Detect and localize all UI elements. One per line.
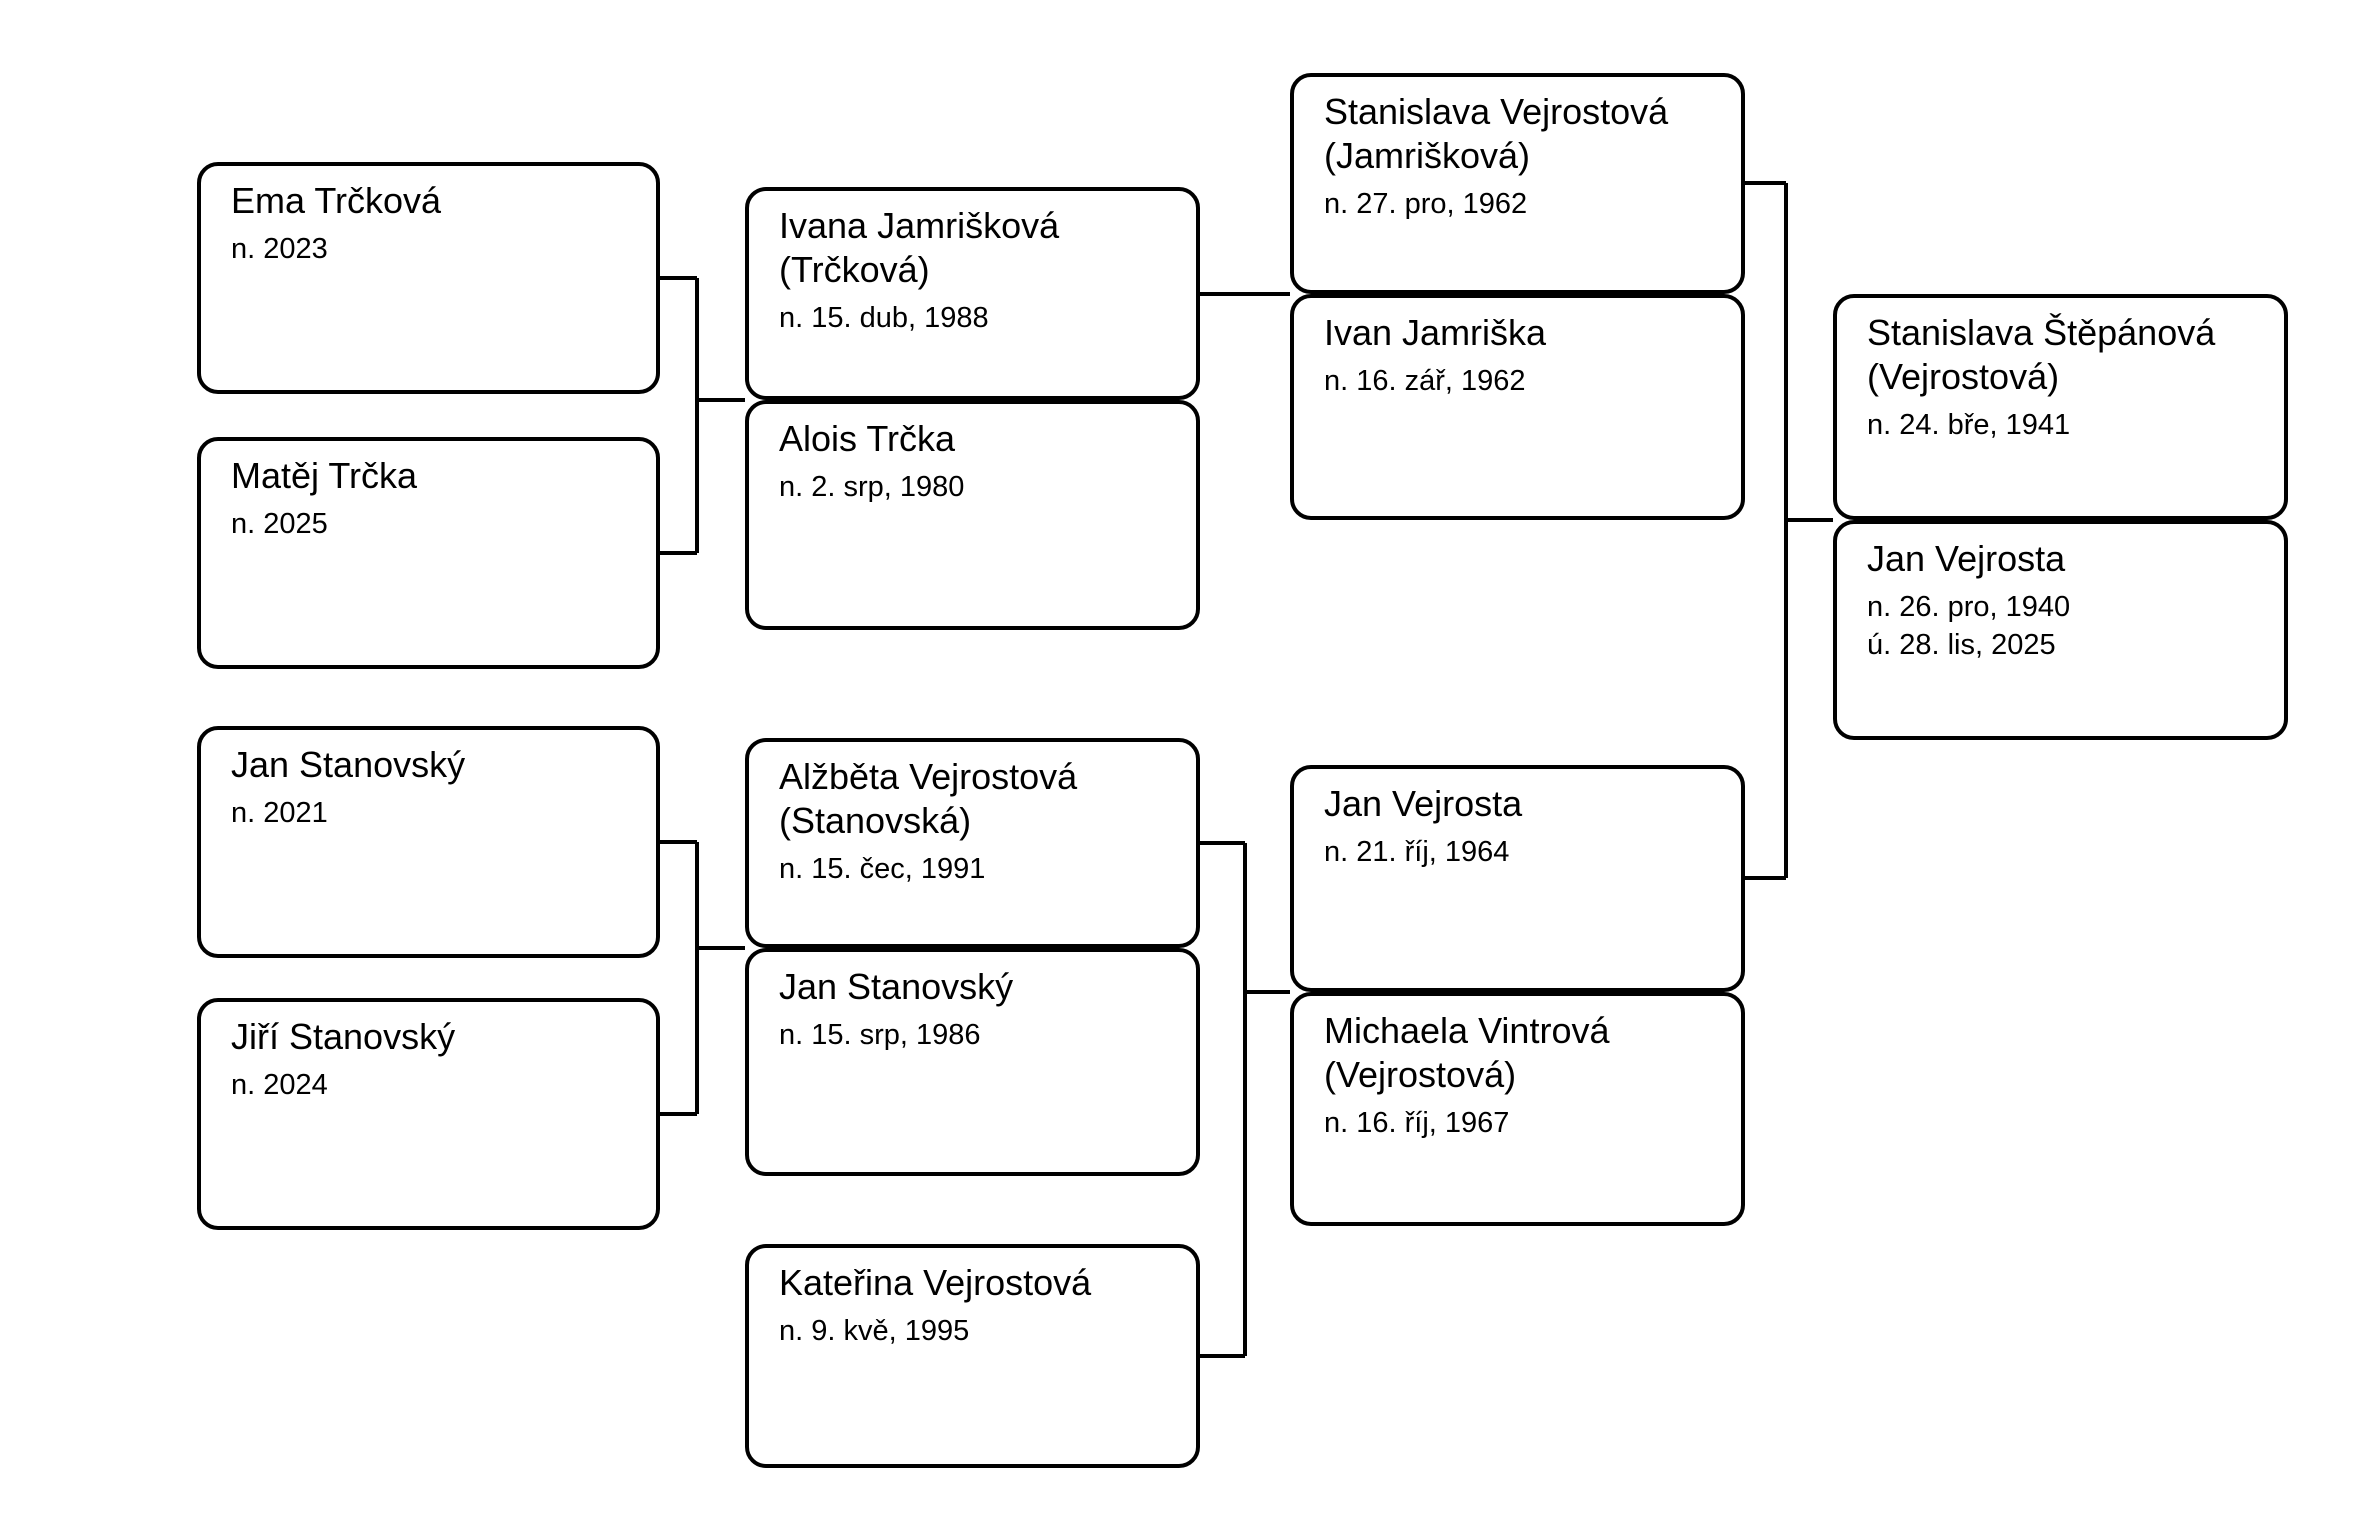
- person-birth-date: n. 2. srp, 1980: [779, 471, 965, 503]
- person-box-ivan-jamriska[interactable]: Ivan Jamriška n. 16. zář, 1962: [1290, 294, 1745, 520]
- person-birth-date: n. 15. srp, 1986: [779, 1019, 981, 1051]
- person-box-alzbeta-vejrostova[interactable]: Alžběta Vejrostová (Stanovská) n. 15. če…: [745, 738, 1200, 948]
- person-name: Kateřina Vejrostová: [779, 1262, 1092, 1303]
- person-name: Jan Vejrosta: [1324, 783, 1523, 824]
- person-box-matej-trcka[interactable]: Matěj Trčka n. 2025: [197, 437, 660, 669]
- person-name: Jan Stanovský: [779, 966, 1014, 1007]
- person-name: Ivana Jamrišková (Trčková): [779, 205, 1060, 290]
- person-name: Matěj Trčka: [231, 455, 418, 496]
- person-box-jan-stanovsky-1986[interactable]: Jan Stanovský n. 15. srp, 1986: [745, 948, 1200, 1176]
- person-birth-date: n. 21. říj, 1964: [1324, 836, 1510, 868]
- person-birth-date: n. 15. čec, 1991: [779, 853, 986, 885]
- person-name: Stanislava Štěpánová (Vejrostová): [1867, 312, 2216, 397]
- person-birth-date: n. 2025: [231, 508, 328, 540]
- person-birth-date: n. 24. bře, 1941: [1867, 409, 2071, 441]
- person-birth-date: n. 16. zář, 1962: [1324, 365, 1526, 397]
- person-name: Stanislava Vejrostová (Jamrišková): [1324, 91, 1669, 176]
- person-box-ivana-jamriskova[interactable]: Ivana Jamrišková (Trčková) n. 15. dub, 1…: [745, 187, 1200, 400]
- person-box-jan-vejrosta-1964[interactable]: Jan Vejrosta n. 21. říj, 1964: [1290, 765, 1745, 992]
- person-box-stanislava-stepanova[interactable]: Stanislava Štěpánová (Vejrostová) n. 24.…: [1833, 294, 2288, 520]
- person-birth-date: n. 2021: [231, 797, 328, 829]
- person-birth-date: n. 2024: [231, 1069, 328, 1101]
- person-birth-date: n. 9. kvě, 1995: [779, 1315, 970, 1347]
- person-birth-date: n. 15. dub, 1988: [779, 302, 989, 334]
- person-name: Alois Trčka: [779, 418, 956, 459]
- person-birth-date: n. 27. pro, 1962: [1324, 188, 1528, 220]
- person-box-michaela-vintrova[interactable]: Michaela Vintrová (Vejrostová) n. 16. ří…: [1290, 992, 1745, 1226]
- person-box-alois-trcka[interactable]: Alois Trčka n. 2. srp, 1980: [745, 400, 1200, 630]
- person-birth-date: n. 16. říj, 1967: [1324, 1107, 1510, 1139]
- person-box-katerina-vejrostova[interactable]: Kateřina Vejrostová n. 9. kvě, 1995: [745, 1244, 1200, 1468]
- person-death-date: ú. 28. lis, 2025: [1867, 629, 2056, 661]
- person-name: Alžběta Vejrostová (Stanovská): [779, 756, 1078, 841]
- person-birth-date: n. 2023: [231, 233, 328, 265]
- person-box-jiri-stanovsky[interactable]: Jiří Stanovský n. 2024: [197, 998, 660, 1230]
- person-box-jan-stanovsky-2021[interactable]: Jan Stanovský n. 2021: [197, 726, 660, 958]
- person-name: Jiří Stanovský: [231, 1016, 456, 1057]
- person-name: Jan Vejrosta: [1867, 538, 2066, 579]
- person-box-stanislava-vejrostova[interactable]: Stanislava Vejrostová (Jamrišková) n. 27…: [1290, 73, 1745, 294]
- person-name: Ema Trčková: [231, 180, 442, 221]
- person-birth-date: n. 26. pro, 1940: [1867, 591, 2071, 623]
- person-name: Ivan Jamriška: [1324, 312, 1547, 353]
- person-box-jan-vejrosta-1940[interactable]: Jan Vejrosta n. 26. pro, 1940 ú. 28. lis…: [1833, 520, 2288, 740]
- person-box-ema-trckova[interactable]: Ema Trčková n. 2023: [197, 162, 660, 394]
- person-name: Michaela Vintrová (Vejrostová): [1324, 1010, 1610, 1095]
- person-name: Jan Stanovský: [231, 744, 466, 785]
